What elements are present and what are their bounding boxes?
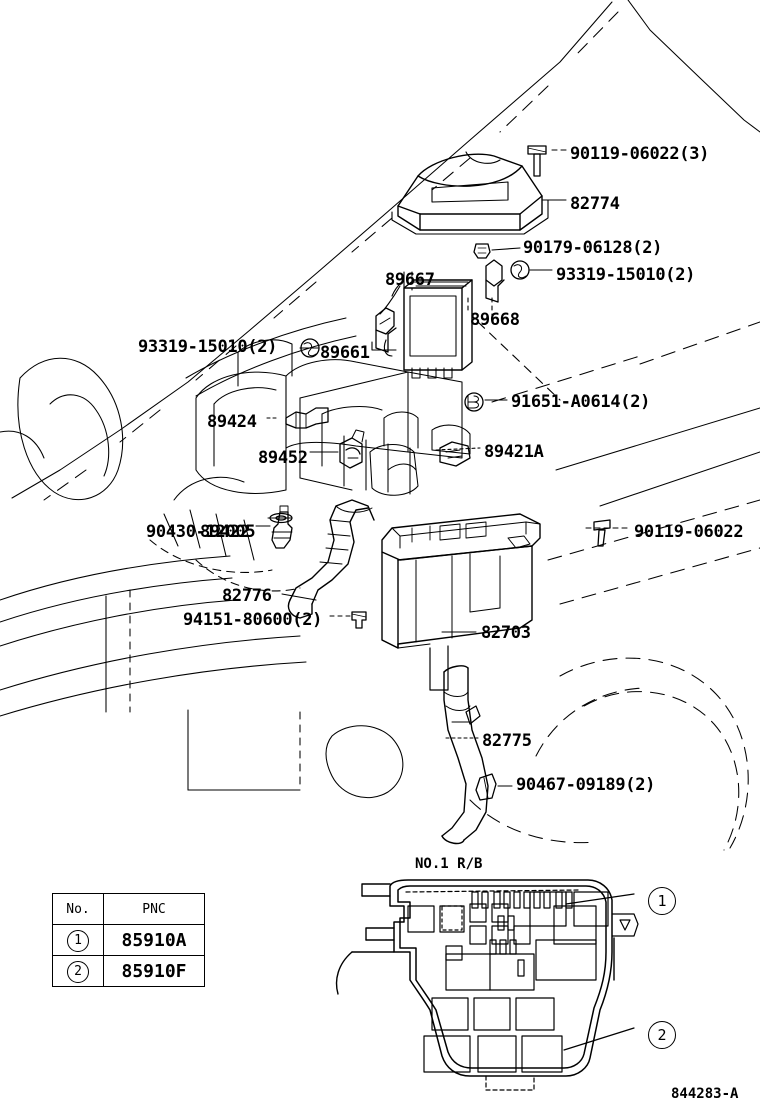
callout-89667: 89667 xyxy=(385,270,435,290)
callout-82775: 82775 xyxy=(482,731,532,751)
callout-94151-80600-2: 94151-80600(2) xyxy=(183,610,323,630)
callout-89661: 89661 xyxy=(320,343,370,363)
header-pnc: PNC xyxy=(103,893,205,925)
part-89661-bracket xyxy=(485,259,505,303)
bolt-91651-A0614-2 xyxy=(464,392,484,412)
diagram-code: 844283-A xyxy=(671,1086,739,1102)
callout-89668: 89668 xyxy=(470,310,520,330)
nut-90179-06128-2 xyxy=(473,243,491,259)
callout-90179-06128-2: 90179-06128(2) xyxy=(523,238,663,258)
row-pnc-2: 85910F xyxy=(103,955,205,987)
callout-89424: 89424 xyxy=(207,412,257,432)
part-89421A-sensor xyxy=(439,441,471,467)
callout-89422: 89422 xyxy=(200,522,250,542)
part-89667-bracket xyxy=(375,307,397,353)
bolt-90119-06022 xyxy=(593,519,611,547)
callout-90119-06022-3: 90119-06022(3) xyxy=(570,144,710,164)
callout-90430-12005: 90430-12005 xyxy=(146,522,256,542)
relay-callout-2: 2 xyxy=(648,1021,676,1049)
callout-82776: 82776 xyxy=(222,586,272,606)
fasteners xyxy=(300,145,611,629)
relay-callout-1: 1 xyxy=(648,887,676,915)
callout-90467-09189-2: 90467-09189(2) xyxy=(516,775,656,795)
part-82776-hose xyxy=(287,499,375,619)
callout-93319-15010-2-top: 93319-15010(2) xyxy=(556,265,696,285)
part-82774-cap xyxy=(391,151,549,235)
relay-box-title: NO.1 R/B xyxy=(415,856,483,872)
callout-91651-A0614-2: 91651-A0614(2) xyxy=(511,392,651,412)
callout-93319-15010-2-left: 93319-15010(2) xyxy=(138,337,278,357)
callout-89421A: 89421A xyxy=(484,442,544,462)
engine-background xyxy=(149,339,471,592)
part-89422-sensor xyxy=(271,505,293,549)
clip-94151-80600-2 xyxy=(351,611,367,629)
table-header-row: No. PNC xyxy=(52,893,205,925)
part-90467-09189-clamp xyxy=(475,773,497,801)
clip-93319-15010-2-top xyxy=(510,260,530,280)
part-89668-ecu xyxy=(403,279,473,379)
relay-box-diagram xyxy=(335,879,639,1091)
parts-legend-table: No. PNC 1 85910A 2 85910F xyxy=(52,893,205,987)
part-89424-sensor xyxy=(285,407,329,429)
row-no-2: 2 xyxy=(52,955,104,987)
bolt-90119-06022-3 xyxy=(527,145,547,177)
circle-number-1: 1 xyxy=(67,930,89,952)
vehicle-body-outline xyxy=(0,0,760,851)
row-no-1: 1 xyxy=(52,924,104,956)
part-82775-hose xyxy=(441,665,489,845)
circle-number-2: 2 xyxy=(67,961,89,983)
callout-82703: 82703 xyxy=(481,623,531,643)
leader-lines xyxy=(255,149,631,787)
part-82703-case xyxy=(381,513,541,691)
callout-89452: 89452 xyxy=(258,448,308,468)
table-row: 2 85910F xyxy=(52,955,205,987)
header-no: No. xyxy=(52,893,104,925)
row-pnc-1: 85910A xyxy=(103,924,205,956)
callout-90119-06022: 90119-06022 xyxy=(634,522,744,542)
callout-82774: 82774 xyxy=(570,194,620,214)
table-row: 1 85910A xyxy=(52,924,205,956)
part-89452-sensor xyxy=(339,429,365,469)
